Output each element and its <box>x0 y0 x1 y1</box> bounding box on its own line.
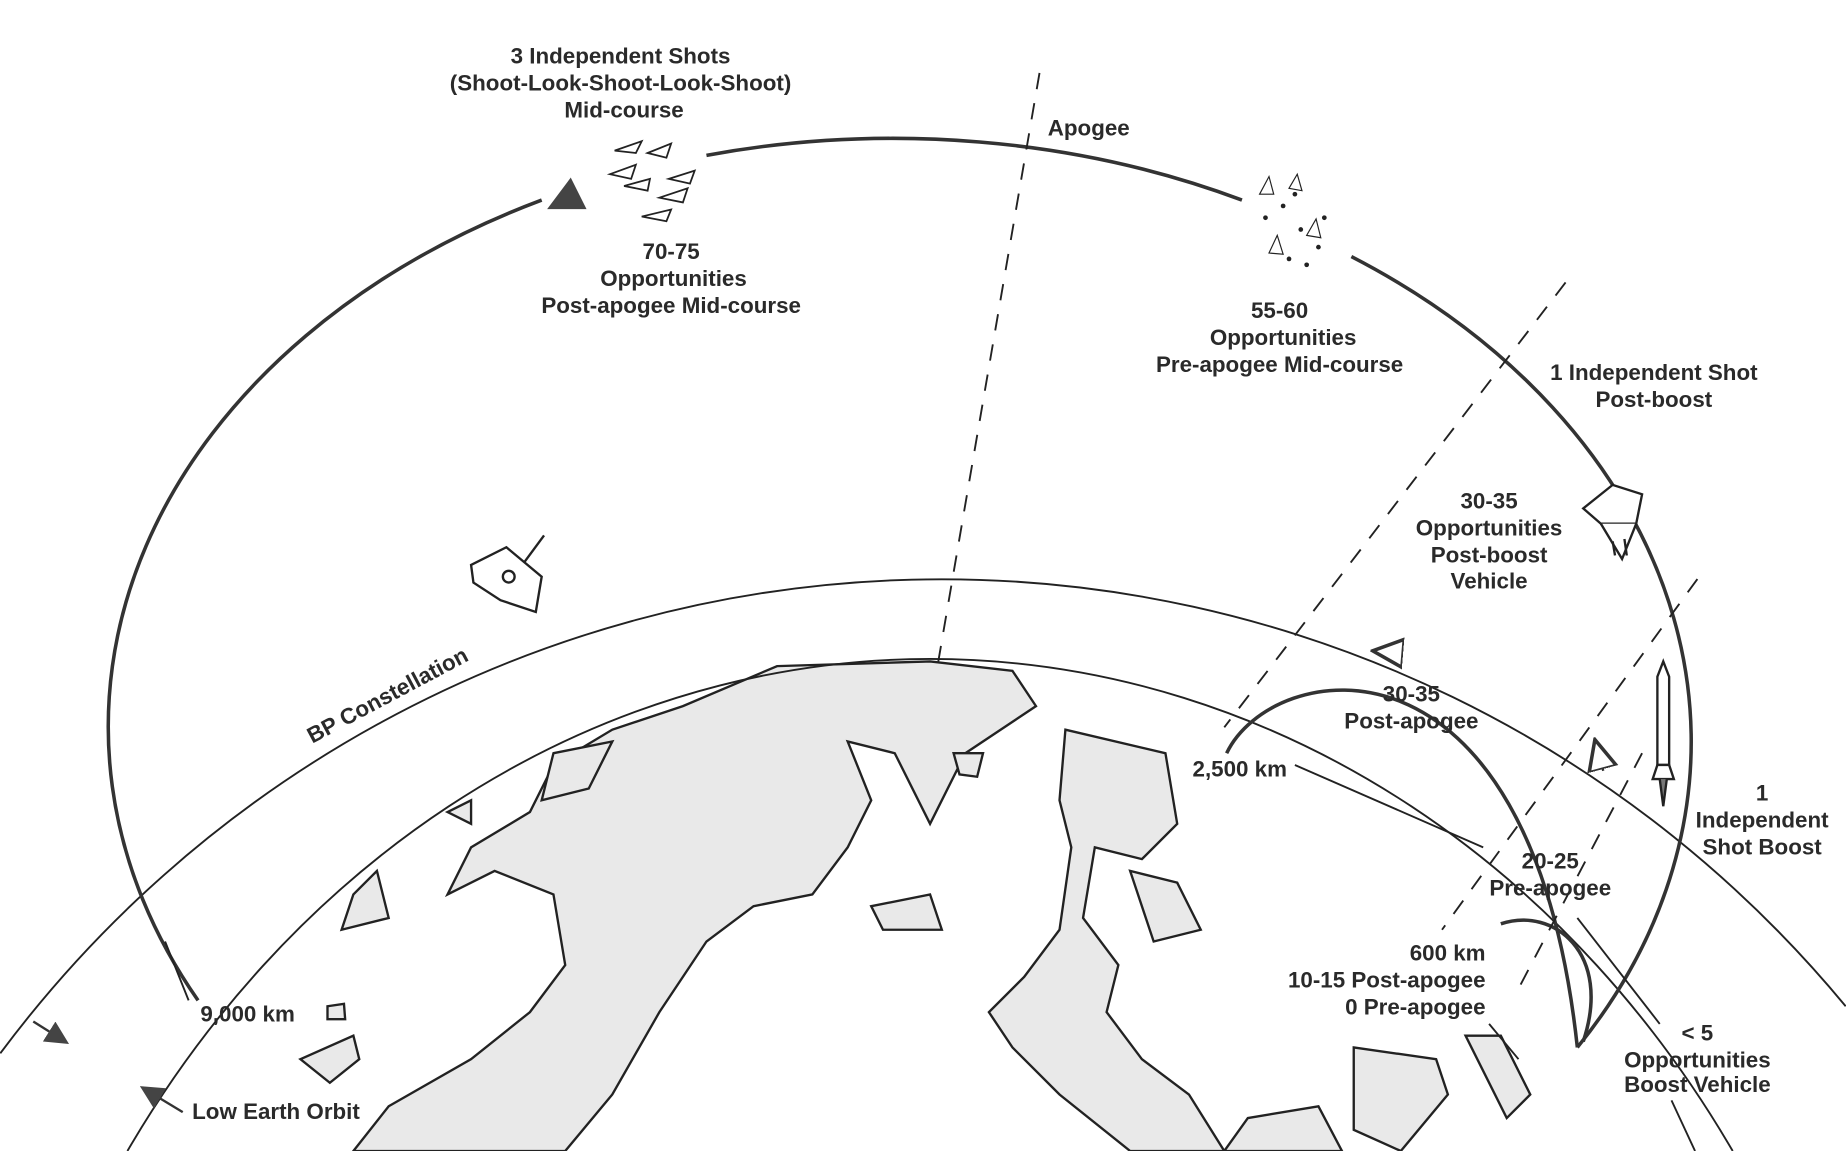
svg-text:70-75: 70-75 <box>643 239 700 264</box>
label-post-apogee-mid: 70-75 Opportunities Post-apogee Mid-cour… <box>541 239 801 318</box>
leader-600 <box>1488 1023 1520 1060</box>
leo-arrow-outer <box>32 1020 70 1045</box>
trajectory-arrow <box>547 177 587 210</box>
leo-arrow-inner <box>139 1086 184 1114</box>
svg-text:Post-boost: Post-boost <box>1595 387 1712 412</box>
svg-text:30-35: 30-35 <box>1383 681 1440 706</box>
dashed-line-boost-1 <box>1441 578 1699 931</box>
arrow-2500km <box>1387 652 1401 653</box>
satellite-icon <box>469 534 545 614</box>
arrow-boost <box>1599 753 1604 771</box>
rocket-icon <box>1651 658 1676 807</box>
svg-text:(Shoot-Look-Shoot-Look-Shoot): (Shoot-Look-Shoot-Look-Shoot) <box>450 71 791 96</box>
svg-text:Independent: Independent <box>1696 807 1829 832</box>
label-pre-apogee-mid: 55-60 Opportunities Pre-apogee Mid-cours… <box>1156 298 1403 377</box>
leader-9000 <box>164 941 190 1001</box>
label-pre-apogee-2500: 20-25 Pre-apogee <box>1489 849 1611 901</box>
dashed-line-2500 <box>1223 281 1567 728</box>
bp-constellation-orbit <box>0 578 1846 1054</box>
svg-text:Post-apogee Mid-course: Post-apogee Mid-course <box>541 293 801 318</box>
trajectory-right <box>1350 254 1693 1049</box>
leader-boost-vehicle <box>1670 1099 1696 1151</box>
label-boost-shot: 1 Independent Shot Boost <box>1696 780 1829 859</box>
svg-text:0 Pre-apogee: 0 Pre-apogee <box>1345 994 1485 1019</box>
label-pbv: 30-35 Opportunities Post-boost Vehicle <box>1416 488 1563 593</box>
trajectory-left <box>106 198 543 1002</box>
svg-text:3 Independent Shots: 3 Independent Shots <box>511 44 731 69</box>
svg-text:Vehicle: Vehicle <box>1451 568 1528 593</box>
trajectory-600km <box>1500 918 1593 1043</box>
label-post-boost-shot: 1 Independent Shot Post-boost <box>1550 360 1758 412</box>
apogee-line <box>937 72 1041 662</box>
leader-boost <box>1576 917 1661 1025</box>
svg-text:Post-boost: Post-boost <box>1431 543 1548 568</box>
label-leo: Low Earth Orbit <box>192 1099 360 1124</box>
svg-text:1: 1 <box>1756 780 1768 805</box>
leader-2500 <box>1294 764 1484 849</box>
label-2500km: 2,500 km <box>1193 757 1287 782</box>
warheads-icon <box>606 139 697 223</box>
svg-text:Opportunities: Opportunities <box>600 266 747 291</box>
dashed-line-boost-2 <box>1517 752 1643 990</box>
label-boost-vehicle: < 5 Opportunities Boost Vehicle <box>1624 1020 1771 1097</box>
svg-text:Post-apogee: Post-apogee <box>1344 708 1478 733</box>
label-600km: 600 km 10-15 Post-apogee 0 Pre-apogee <box>1288 940 1486 1019</box>
svg-text:Pre-apogee: Pre-apogee <box>1489 876 1611 901</box>
svg-text:600 km: 600 km <box>1410 940 1486 965</box>
label-9000km: 9,000 km <box>200 1002 294 1027</box>
post-boost-vehicle-icon <box>1581 483 1644 562</box>
svg-text:Opportunities: Opportunities <box>1210 325 1357 350</box>
svg-text:55-60: 55-60 <box>1251 298 1308 323</box>
label-post-apogee-2500: 30-35 Post-apogee <box>1344 681 1478 733</box>
trajectory-2500km <box>1225 688 1580 1048</box>
label-top-shots: 3 Independent Shots (Shoot-Look-Shoot-Lo… <box>450 44 791 123</box>
earth-landmasses <box>298 660 1532 1151</box>
decoys-cloud-icon <box>1258 172 1327 268</box>
svg-text:Pre-apogee Mid-course: Pre-apogee Mid-course <box>1156 352 1403 377</box>
label-bp-constellation: BP Constellation <box>303 642 472 748</box>
svg-text:10-15 Post-apogee: 10-15 Post-apogee <box>1288 967 1486 992</box>
svg-text:30-35: 30-35 <box>1460 488 1517 513</box>
svg-text:1 Independent Shot: 1 Independent Shot <box>1550 360 1758 385</box>
svg-text:Boost Vehicle: Boost Vehicle <box>1624 1072 1771 1097</box>
earth-surface-line <box>126 658 1734 1151</box>
svg-text:< 5: < 5 <box>1682 1020 1714 1045</box>
svg-text:Opportunities: Opportunities <box>1624 1047 1771 1072</box>
trajectory-top <box>706 136 1243 202</box>
svg-text:20-25: 20-25 <box>1522 849 1579 874</box>
svg-text:Shot Boost: Shot Boost <box>1703 834 1823 859</box>
svg-text:Mid-course: Mid-course <box>564 98 683 123</box>
label-apogee: Apogee <box>1048 115 1130 140</box>
svg-text:Opportunities: Opportunities <box>1416 515 1563 540</box>
